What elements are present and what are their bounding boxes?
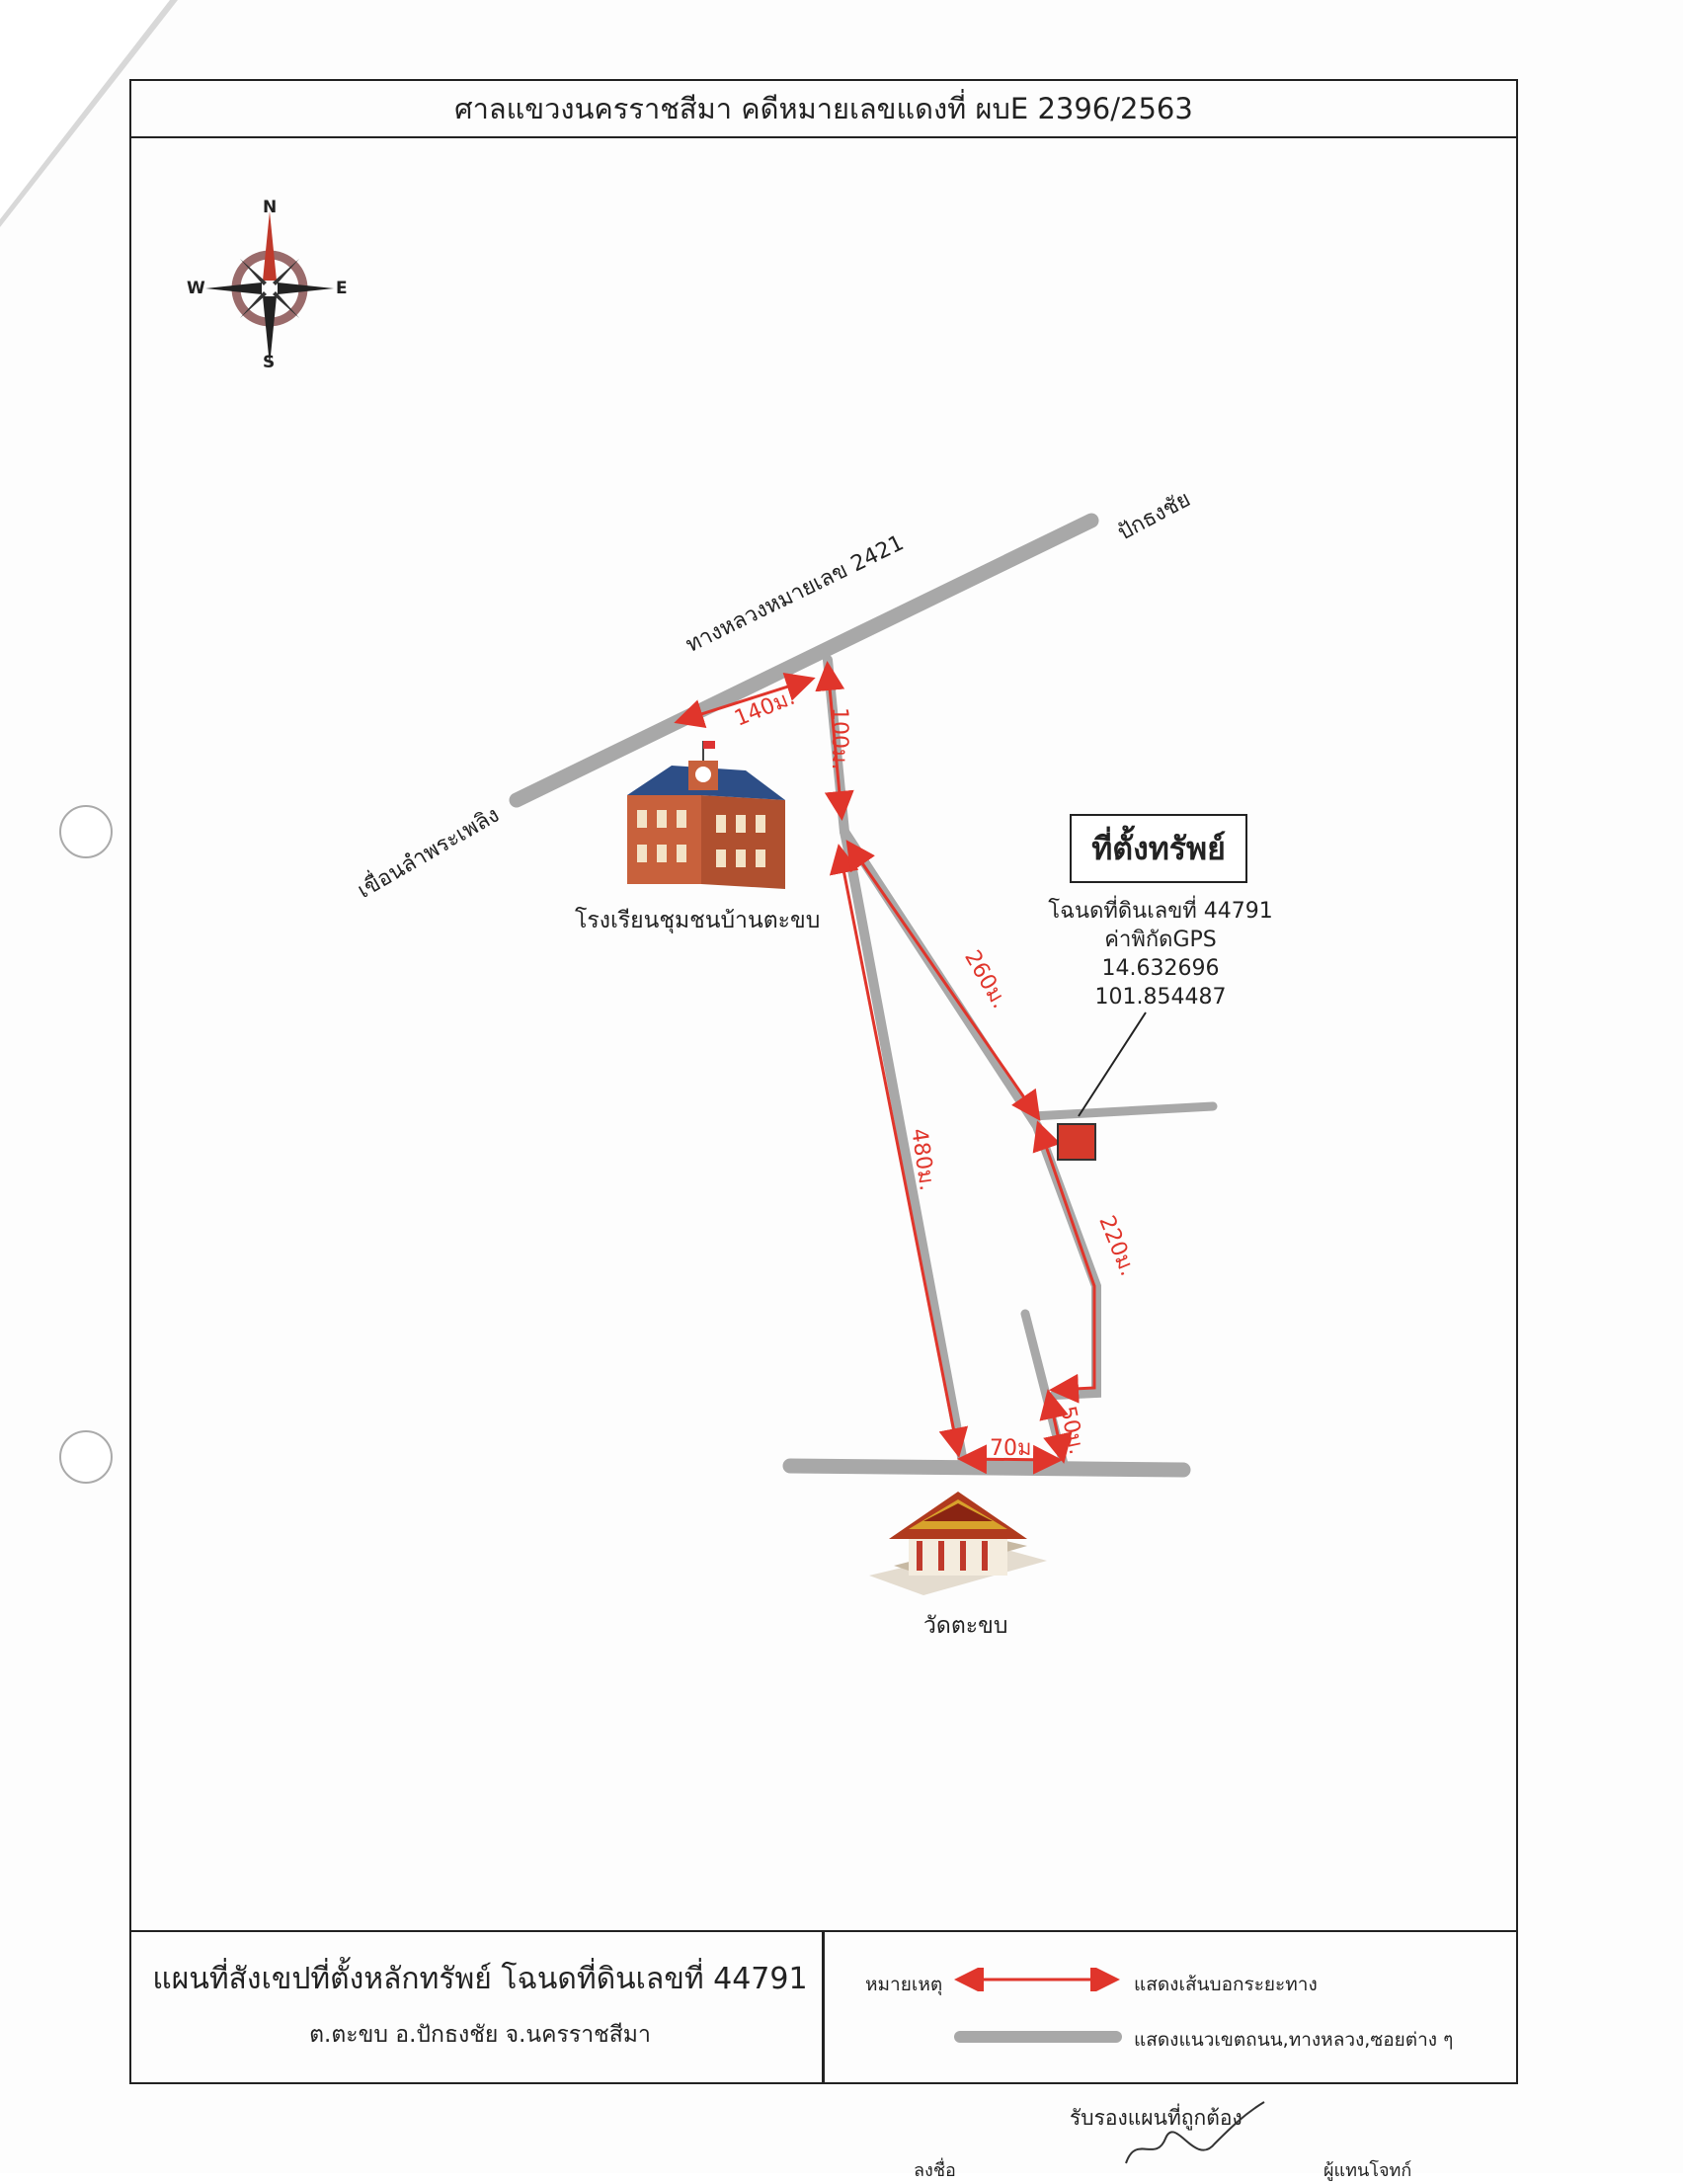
footer-title: แผนที่สังเขปที่ตั้งหลักทรัพย์ โฉนดที่ดิน… [152,1962,808,1996]
legend-distance-arrow-icon [954,1968,1120,1991]
temple-label: วัดตะขบ [923,1613,1008,1639]
distance-line-480 [829,844,969,1458]
property-pointer-line [1078,1011,1147,1117]
footer-divider [822,1930,825,2084]
temple-icon [869,1492,1047,1595]
property-info: โฉนดที่ดินเลขที่ 44791 ค่าพิกัดGPS 14.63… [1027,897,1294,1011]
compass-north: N [263,198,278,217]
certification-text: รับรองแผนที่ถูกต้อง [1070,2106,1242,2130]
distance-label-100: 100ม. [827,707,851,770]
sign-label: ลงชื่อ [914,2160,956,2181]
distance-line-140 [674,672,816,729]
legend-label: หมายเหตุ [865,1974,943,1995]
binder-hole-bottom [59,1430,113,1484]
side-road-property [1027,1101,1218,1121]
distance-line-100 [815,661,854,821]
property-location-box: ที่ตั้งทรัพย์ [1070,814,1247,883]
legend-road-icon [954,2031,1122,2043]
gps-label: ค่าพิกัดGPS [1104,928,1217,952]
compass-east: E [336,279,348,298]
case-title: ศาลแขวงนครราชสีมา คดีหมายเลขแดงที่ ผบE 2… [129,79,1518,138]
distance-line-220 [1032,1120,1096,1404]
legend-road-text: แสดงแนวเขตถนน,ทางหลวง,ซอยต่าง ๆ [1134,2029,1454,2051]
deed-number: โฉนดที่ดินเลขที่ 44791 [1048,899,1273,924]
temple-road [782,1458,1191,1478]
compass-south: S [263,353,276,372]
gps-longitude: 101.854487 [1094,985,1227,1010]
footer-location: ต.ตะขบ อ.ปักธงชัย จ.นครราชสีมา [309,2022,651,2048]
gps-latitude: 14.632696 [1101,956,1220,981]
highway-2421-road [509,513,1099,808]
signature-mark [1125,2101,1265,2164]
compass-rose-icon [205,211,334,365]
compass-west: W [187,279,205,298]
distance-label-70: 70ม. [990,1436,1039,1461]
plaintiff-label: ผู้แทนโจทก์ [1323,2160,1412,2181]
distance-line-260 [845,840,1041,1121]
school-label: โรงเรียนชุมชนบ้านตะขบ [575,908,821,933]
property-marker [1057,1123,1096,1161]
binder-hole-top [59,805,113,858]
page-fold-face [0,0,170,219]
distance-line-70 [957,1444,1063,1475]
school-building-icon [627,741,785,889]
legend-distance-text: แสดงเส้นบอกระยะทาง [1134,1974,1318,1995]
